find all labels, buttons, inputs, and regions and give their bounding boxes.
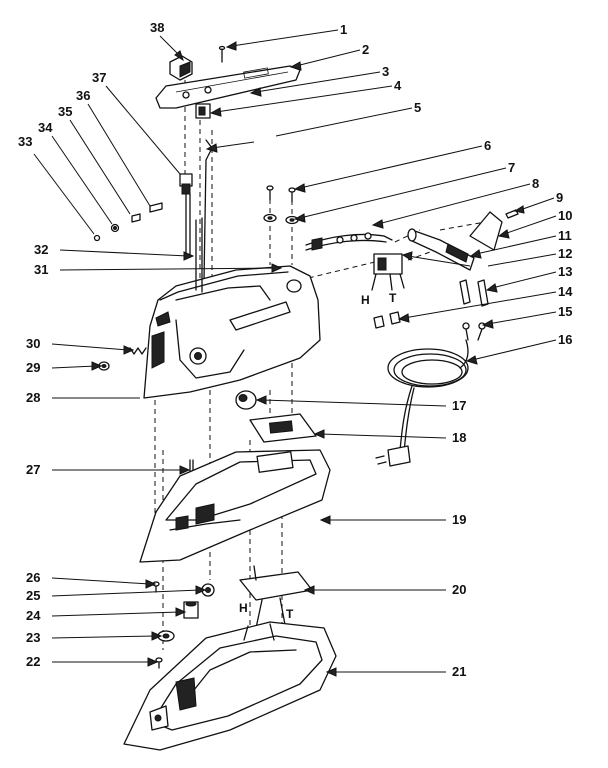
callout-4: 4 xyxy=(394,78,402,93)
wire-label: H xyxy=(361,293,370,307)
callout-19: 19 xyxy=(452,512,466,527)
callout-9: 9 xyxy=(556,190,563,205)
wire-labels: H T H T xyxy=(239,291,397,621)
part-knob-17 xyxy=(235,390,257,410)
part-screw-1 xyxy=(218,45,226,63)
part-valve-37 xyxy=(179,173,193,256)
callout-6: 6 xyxy=(484,138,491,153)
callout-14: 14 xyxy=(558,284,573,299)
callout-11: 11 xyxy=(558,228,572,243)
callout-23: 23 xyxy=(26,630,40,645)
leader-lines xyxy=(33,29,557,677)
callout-10: 10 xyxy=(558,208,572,223)
part-handle-cover-2 xyxy=(155,65,301,109)
part-housing-28 xyxy=(143,217,321,399)
wire-label: H xyxy=(239,601,248,615)
part-thermostat-12 xyxy=(371,253,405,291)
callout-2: 2 xyxy=(362,42,369,57)
part-soleplate-21 xyxy=(123,621,337,751)
callout-1: 1 xyxy=(340,22,347,37)
callout-16: 16 xyxy=(558,332,572,347)
part-washers-7 xyxy=(263,213,299,225)
callout-30: 30 xyxy=(26,336,40,351)
part-fasteners-33-36 xyxy=(93,202,163,242)
part-bracket-10 xyxy=(469,211,503,251)
callout-26: 26 xyxy=(26,570,40,585)
callout-22: 22 xyxy=(26,654,40,669)
part-connectors-14 xyxy=(373,311,401,329)
part-tank-19 xyxy=(139,449,331,563)
callout-25: 25 xyxy=(26,588,40,603)
part-gasket-18 xyxy=(249,413,317,443)
callout-36: 36 xyxy=(76,88,90,103)
part-cord-protector-11 xyxy=(407,228,475,271)
callout-20: 20 xyxy=(452,582,466,597)
callout-37: 37 xyxy=(92,70,106,85)
part-screw-9 xyxy=(505,209,519,219)
part-boss-24 xyxy=(183,601,199,619)
callout-31: 31 xyxy=(34,262,48,277)
callout-21: 21 xyxy=(452,664,466,679)
callout-17: 17 xyxy=(452,398,466,413)
callout-29: 29 xyxy=(26,360,40,375)
part-knob-38 xyxy=(169,55,193,81)
callout-27: 27 xyxy=(26,462,40,477)
part-screw-22 xyxy=(155,657,163,669)
callout-35: 35 xyxy=(58,104,72,119)
callout-28: 28 xyxy=(26,390,40,405)
callout-12: 12 xyxy=(558,246,572,261)
callout-18: 18 xyxy=(452,430,466,445)
callout-24: 24 xyxy=(26,608,41,623)
callout-3: 3 xyxy=(382,64,389,79)
callout-32: 32 xyxy=(34,242,48,257)
callout-5: 5 xyxy=(414,100,421,115)
callout-numbers: 1 2 3 4 5 6 7 8 9 10 11 12 13 14 15 16 1… xyxy=(18,20,573,679)
part-harness-8 xyxy=(305,232,393,251)
part-screws-6 xyxy=(266,185,296,203)
callout-33: 33 xyxy=(18,134,32,149)
wire-label: T xyxy=(389,291,397,305)
callout-15: 15 xyxy=(558,304,572,319)
part-sleeves-13 xyxy=(459,279,489,307)
part-thermostat-plate-20 xyxy=(239,565,313,631)
wire-label: T xyxy=(286,607,294,621)
callout-13: 13 xyxy=(558,264,572,279)
part-artwork xyxy=(93,45,519,751)
callout-8: 8 xyxy=(532,176,539,191)
part-button-4 xyxy=(195,103,211,119)
callout-38: 38 xyxy=(150,20,164,35)
part-power-cord-16 xyxy=(375,339,469,467)
part-terminals-15 xyxy=(462,322,486,341)
part-rod-5 xyxy=(203,139,213,281)
callout-34: 34 xyxy=(38,120,53,135)
callout-7: 7 xyxy=(508,160,515,175)
